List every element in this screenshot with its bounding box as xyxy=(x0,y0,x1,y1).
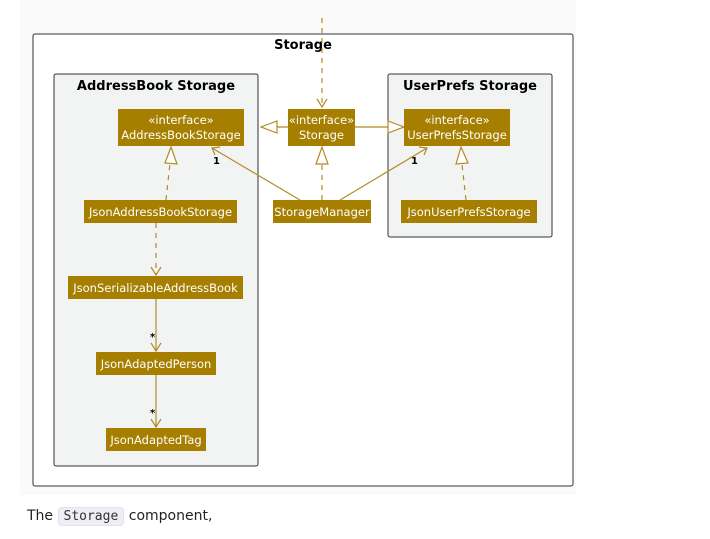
caption-code: Storage xyxy=(57,507,125,526)
jabs-jsab-arrowhead xyxy=(150,266,162,277)
jsonuserprefsstorage-name: JsonUserPrefsStorage xyxy=(406,205,530,219)
class-jsonuserprefsstorage: JsonUserPrefsStorage xyxy=(401,200,537,223)
edges xyxy=(150,18,469,429)
storagemanager-name: StorageManager xyxy=(274,205,370,219)
jabs-implements-abs xyxy=(165,162,171,201)
storage-name: Storage xyxy=(299,128,344,142)
class-jsonaddressbookstorage: JsonAddressBookStorage xyxy=(84,200,237,223)
incoming-arrowhead xyxy=(316,98,328,109)
class-jsonadaptedtag: JsonAdaptedTag xyxy=(106,428,206,451)
class-userprefsstorage: «interface» UserPrefsStorage xyxy=(404,109,510,146)
addressbookstorage-stereotype: «interface» xyxy=(148,113,213,127)
person-tag-arrowhead xyxy=(150,418,162,429)
userprefsstorage-stereotype: «interface» xyxy=(424,113,489,127)
sm-to-abs-arrowhead xyxy=(211,146,221,156)
addressbookstorage-name: AddressBookStorage xyxy=(121,128,240,142)
realization-head-storage xyxy=(315,145,329,165)
sm-to-ups-association xyxy=(339,147,428,201)
storage-package-title: Storage xyxy=(274,38,332,53)
addressbook-storage-package-title: AddressBook Storage xyxy=(77,79,235,94)
jups-implements-ups xyxy=(461,163,467,201)
generalization-head-abs xyxy=(259,120,278,134)
jsonadaptedtag-name: JsonAdaptedTag xyxy=(109,433,201,447)
sm-to-ups-arrowhead xyxy=(418,146,428,156)
jsab-person-arrowhead xyxy=(150,342,162,353)
sm-to-abs-association xyxy=(211,147,301,201)
multiplicity-addressbook: 1 xyxy=(213,156,220,167)
realization-head-abs xyxy=(164,145,178,165)
jsonserializableaddressbook-name: JsonSerializableAddressBook xyxy=(72,281,238,295)
storage-stereotype: «interface» xyxy=(289,113,354,127)
caption-prefix: The xyxy=(27,508,54,524)
storage-class-diagram: Storage AddressBook Storage UserPrefs St… xyxy=(32,18,574,487)
class-jsonserializableaddressbook: JsonSerializableAddressBook xyxy=(68,276,243,299)
class-addressbookstorage: «interface» AddressBookStorage xyxy=(118,109,244,146)
class-storagemanager: StorageManager xyxy=(273,200,371,223)
caption-suffix: component, xyxy=(128,508,213,524)
multiplicity-tags: * xyxy=(150,408,156,419)
class-storage: «interface» Storage xyxy=(288,109,355,146)
userprefsstorage-name: UserPrefsStorage xyxy=(407,128,507,142)
class-jsonadaptedperson: JsonAdaptedPerson xyxy=(96,352,216,375)
diagram-caption: The Storage component, xyxy=(27,507,213,526)
userprefs-storage-package-title: UserPrefs Storage xyxy=(403,79,537,94)
multiplicity-userprefs: 1 xyxy=(411,156,418,167)
generalization-head-ups xyxy=(387,120,406,134)
multiplicity-persons: * xyxy=(150,332,156,343)
realization-head-ups xyxy=(455,145,469,165)
jsonaddressbookstorage-name: JsonAddressBookStorage xyxy=(88,205,232,219)
jsonadaptedperson-name: JsonAdaptedPerson xyxy=(100,357,212,371)
